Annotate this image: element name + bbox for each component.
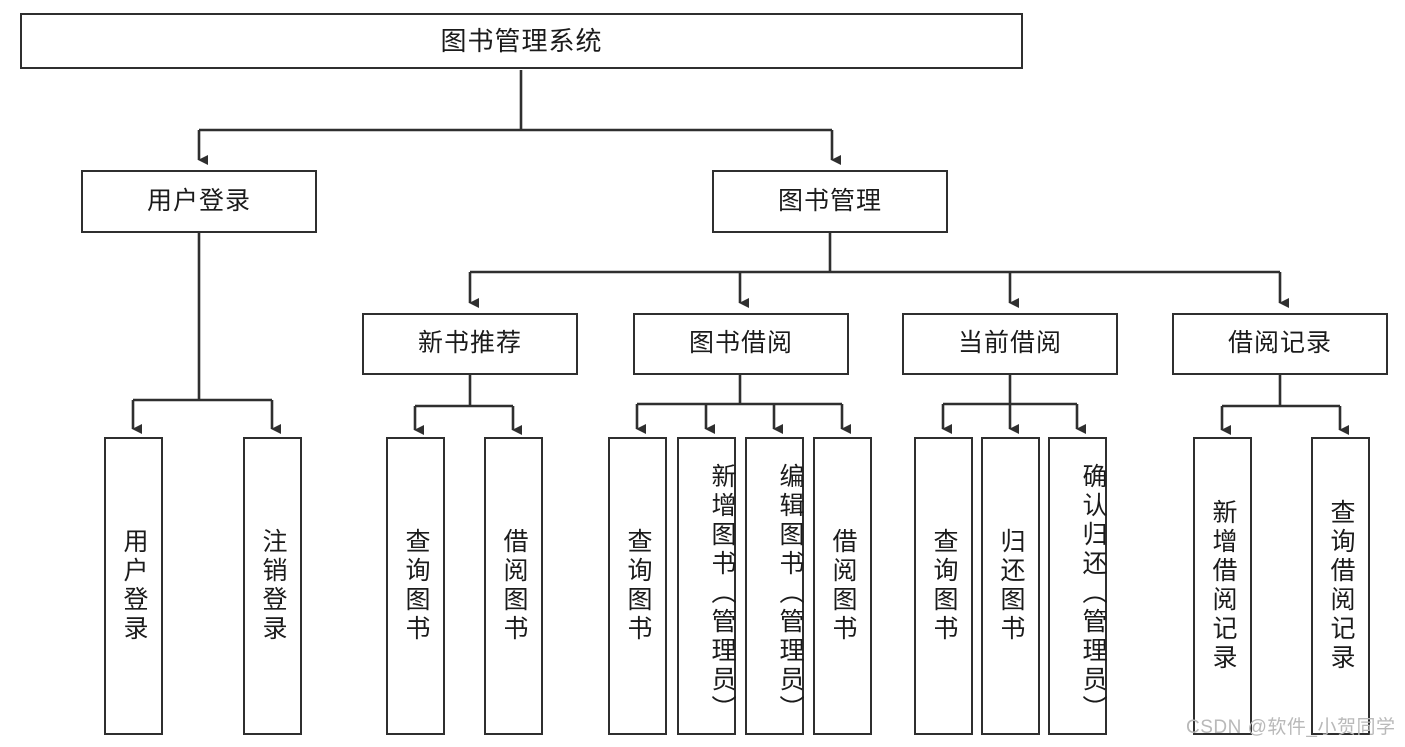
leaf-book-borrow-edit-book-admin[interactable]: 编辑图书（管理员） <box>745 437 804 735</box>
leaf-current-borrow-query-book[interactable]: 查询图书 <box>914 437 973 735</box>
leaf-book-borrow-query-book[interactable]: 查询图书 <box>608 437 667 735</box>
leaf-user-login-login[interactable]: 用户登录 <box>104 437 163 735</box>
leaf-new-book-query-book[interactable]: 查询图书 <box>386 437 445 735</box>
leaf-user-login-logout[interactable]: 注销登录 <box>243 437 302 735</box>
node-book-borrow[interactable]: 图书借阅 <box>633 313 849 375</box>
node-borrow-record[interactable]: 借阅记录 <box>1172 313 1388 375</box>
leaf-book-borrow-add-book-admin[interactable]: 新增图书（管理员） <box>677 437 736 735</box>
leaf-borrow-record-query-record[interactable]: 查询借阅记录 <box>1311 437 1370 735</box>
node-book-management[interactable]: 图书管理 <box>712 170 948 233</box>
node-current-borrow[interactable]: 当前借阅 <box>902 313 1118 375</box>
node-root-system[interactable]: 图书管理系统 <box>20 13 1023 69</box>
node-new-book-recommend[interactable]: 新书推荐 <box>362 313 578 375</box>
csdn-watermark: CSDN @软件_小贺同学 <box>1186 717 1396 738</box>
leaf-current-borrow-confirm-return-admin[interactable]: 确认归还（管理员） <box>1048 437 1107 735</box>
node-user-login[interactable]: 用户登录 <box>81 170 317 233</box>
leaf-borrow-record-add-record[interactable]: 新增借阅记录 <box>1193 437 1252 735</box>
leaf-new-book-borrow-book[interactable]: 借阅图书 <box>484 437 543 735</box>
leaf-book-borrow-borrow-book[interactable]: 借阅图书 <box>813 437 872 735</box>
leaf-current-borrow-return-book[interactable]: 归还图书 <box>981 437 1040 735</box>
